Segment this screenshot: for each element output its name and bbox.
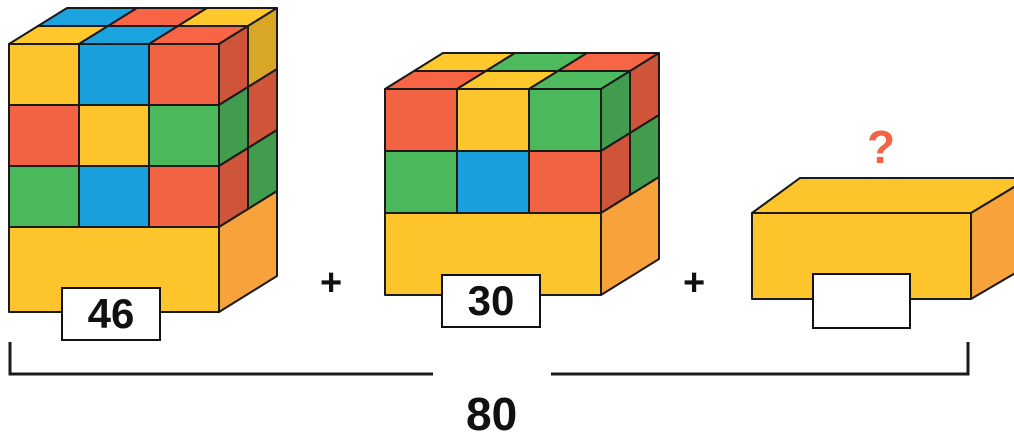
stack-b-front-cube	[529, 89, 601, 151]
stack-a-front-cube	[149, 44, 219, 105]
stack-a-front-cube	[9, 166, 79, 227]
stack-b-front-cube	[457, 151, 529, 213]
stack-a-front-cube	[79, 44, 149, 105]
bracket-left-line	[10, 342, 433, 374]
bracket-right-line	[551, 342, 968, 374]
stack-a-front-cube	[149, 105, 219, 166]
stack-a-front-cube	[79, 105, 149, 166]
box-c-answer-field[interactable]	[812, 273, 911, 329]
cube-stack-46	[9, 8, 277, 312]
cube-stack-30	[385, 53, 659, 295]
total-bracket	[10, 342, 968, 374]
stack-b-front-cube	[385, 151, 457, 213]
plus-sign-1: +	[320, 262, 342, 305]
stack-a-front-cube	[79, 166, 149, 227]
stack-a-front-cube	[149, 166, 219, 227]
question-mark-icon: ?	[867, 120, 895, 174]
total-value: 80	[466, 387, 517, 441]
stack-b-front-cube	[457, 89, 529, 151]
stack-b-front-cube	[529, 151, 601, 213]
stack-a-value-box: 46	[61, 287, 161, 341]
stack-b-value-box: 30	[441, 274, 541, 328]
stack-a-front-cube	[9, 44, 79, 105]
stack-a-front-cube	[9, 105, 79, 166]
stack-b-front-cube	[385, 89, 457, 151]
plus-sign-2: +	[683, 262, 705, 305]
box-rim	[752, 178, 1014, 213]
